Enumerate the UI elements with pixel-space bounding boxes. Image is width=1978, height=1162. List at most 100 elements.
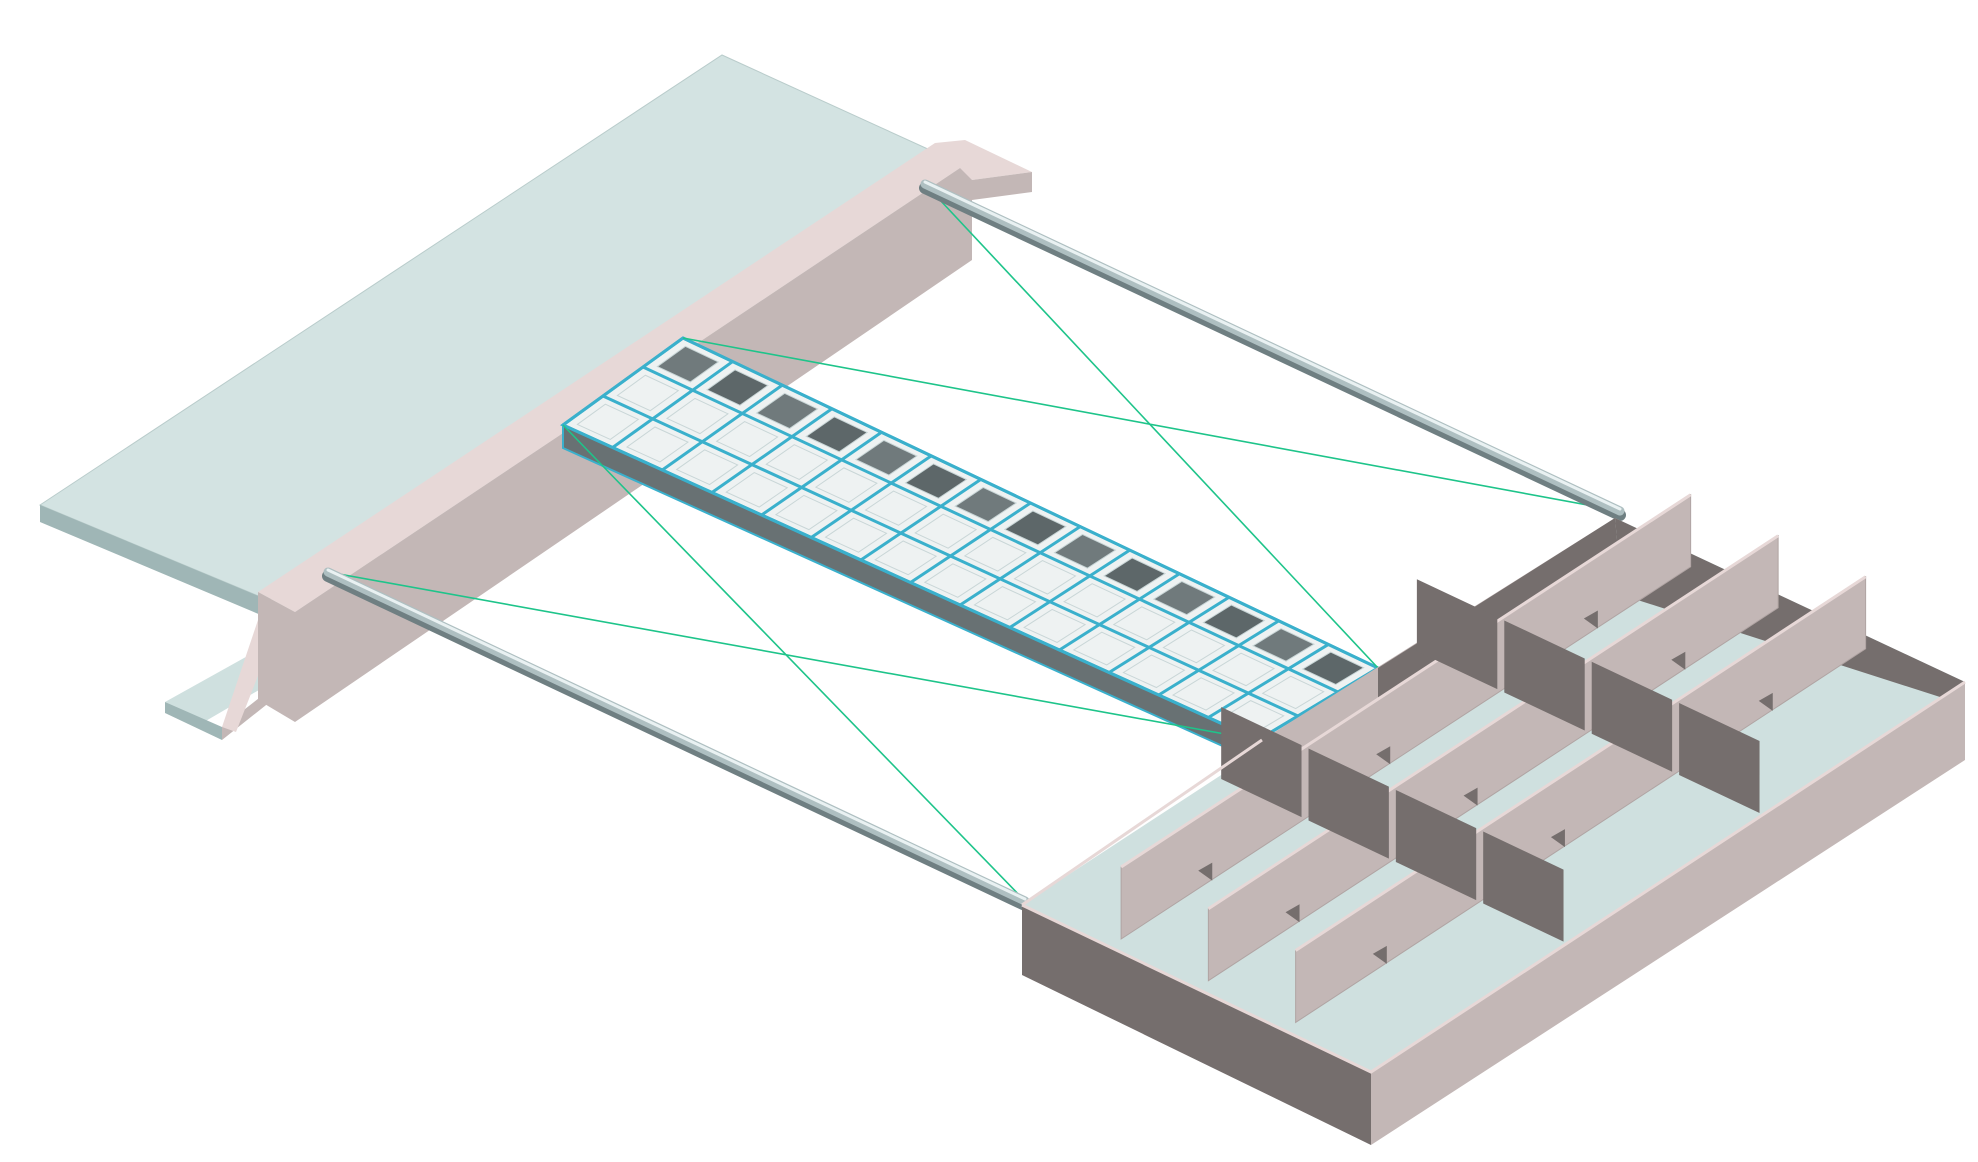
guide-rod-lower [322, 567, 1031, 911]
truss-panel [1023, 608, 1087, 643]
mooring-line [327, 571, 1259, 741]
pontoon-rim-back [1021, 738, 1263, 907]
hull-partitions [1120, 493, 1867, 1024]
truss-stringer [682, 336, 1379, 670]
truss-panels [576, 345, 1365, 734]
truss-panel [715, 420, 779, 458]
hull-gusset [1550, 829, 1565, 848]
truss-stringer [602, 394, 1299, 718]
truss-panel [1122, 654, 1186, 689]
pontoon-front-wall-left [1022, 905, 1371, 1145]
truss-panel [1112, 606, 1176, 641]
truss-panel [923, 563, 987, 598]
pontoon-right-wall [1615, 518, 1965, 705]
truss-panel [1053, 533, 1117, 569]
quay-beam-end-cap-top [935, 140, 1032, 180]
pontoon-rim [1021, 680, 1966, 1074]
truss-panel [1013, 559, 1077, 595]
truss-panel [576, 403, 640, 440]
hull-gusset [1285, 904, 1300, 923]
truss-panel [1152, 580, 1216, 616]
truss-crossbeam [1157, 619, 1280, 697]
hull-gusset [1583, 610, 1598, 629]
truss-panel [665, 397, 729, 435]
hull-gusset [1376, 746, 1391, 765]
hull-transverse-wall [1308, 748, 1389, 859]
pontoon-front-wall-right [1371, 682, 1965, 1145]
mooring-line [924, 183, 1379, 669]
truss-panel [954, 486, 1018, 523]
hull-transverse-wall [1504, 620, 1585, 731]
hull-gusset [1758, 692, 1773, 711]
truss-panel [755, 392, 819, 430]
truss-crossbeam [909, 501, 1032, 584]
truss-crossbeam [611, 360, 734, 449]
hull-transverse-wall [1679, 702, 1760, 813]
quay-beam-end-cap-side [972, 172, 1032, 200]
truss-stringer [642, 365, 1339, 694]
truss-crossbeam [1108, 596, 1230, 674]
hull-transverse-wall [1416, 579, 1498, 690]
truss-crossbeam [562, 336, 684, 427]
hull-gusset [1198, 862, 1213, 881]
hull-wall-cap [1120, 493, 1692, 869]
truss-crossbeam [1207, 643, 1330, 719]
truss-panel [656, 345, 720, 383]
hull-transverse-wall [1591, 661, 1673, 772]
pontoon-hull [1021, 493, 1966, 1145]
truss-panel [625, 426, 689, 463]
transfer-bridge [560, 336, 1382, 764]
hull-gusset [1372, 945, 1387, 964]
truss-panel [1171, 677, 1236, 711]
mooring-line [682, 337, 1621, 512]
truss-panel [854, 439, 918, 476]
hull-gusset [1463, 787, 1478, 806]
guide-rod-lower-highlight [326, 568, 1027, 901]
hull-wall-cap [1294, 575, 1867, 952]
quay-deck-front-face [40, 505, 268, 618]
truss-panel [1211, 652, 1276, 687]
truss-panel [705, 369, 769, 406]
truss-crossbeam [711, 407, 833, 494]
truss-panel [973, 586, 1037, 621]
hull-transverse-wall [1483, 831, 1564, 942]
quay-footing-front [165, 702, 222, 740]
truss-panel [774, 494, 838, 531]
hull-wall-cap [1207, 534, 1779, 910]
quay-beam-front [258, 592, 295, 722]
truss-crossbeam [760, 431, 883, 517]
truss-panel [616, 374, 680, 412]
hull-gusset [1671, 651, 1686, 670]
hull-transverse-wall [1395, 789, 1477, 901]
truss-stringer [562, 423, 1259, 742]
truss-panel [904, 463, 968, 499]
truss-crossbeam [661, 383, 784, 472]
truss-panel [1072, 631, 1136, 666]
truss-panel [725, 472, 789, 508]
quay-beam-top [258, 143, 972, 612]
mooring-line [562, 424, 1026, 902]
truss-crossbeam [1008, 548, 1131, 629]
truss-crossbeam [1058, 572, 1181, 652]
truss-panel [675, 449, 739, 486]
truss-panel [1202, 604, 1266, 639]
truss-panel [805, 416, 869, 453]
truss-panel [1301, 651, 1365, 686]
truss-panel [1252, 627, 1316, 662]
guide-rod-upper-body [920, 179, 1625, 516]
truss-panel [1103, 557, 1167, 592]
guide-rod-upper [919, 179, 1626, 521]
truss-panel [824, 517, 888, 553]
truss-panel [1261, 675, 1325, 710]
truss-panel [814, 467, 878, 503]
truss-panel [765, 444, 829, 481]
truss-panel [963, 536, 1027, 572]
guide-rod-upper-highlight [923, 180, 1622, 511]
guide-rod-lower-body [323, 567, 1030, 906]
truss-panel [1003, 510, 1067, 546]
truss-panel [874, 540, 938, 576]
truss-panel [914, 513, 978, 549]
truss-crossbeam [959, 525, 1081, 607]
